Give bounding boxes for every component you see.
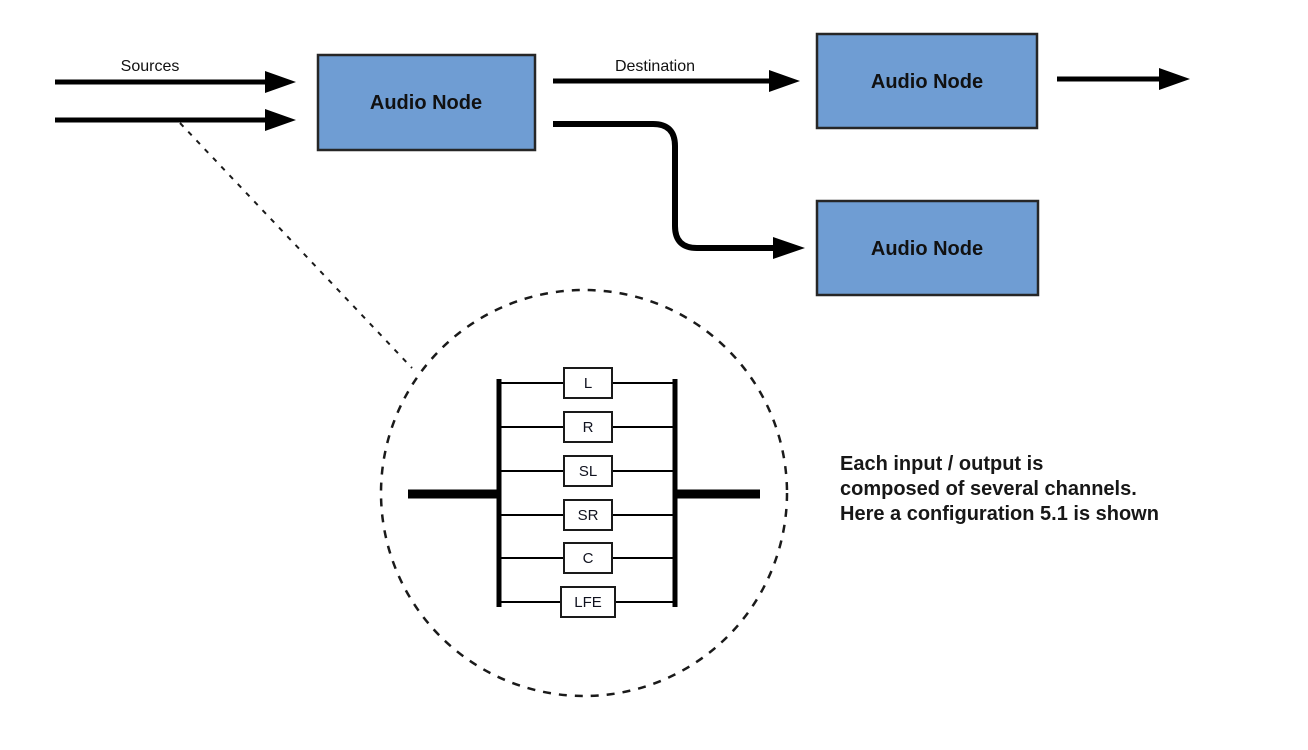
channel-row-SR: SR: [499, 499, 675, 531]
output-arrowhead-icon: [1159, 68, 1190, 90]
audio-node-2-label: Audio Node: [871, 71, 983, 93]
output-arrow: [1057, 68, 1190, 90]
channel-bus: L R SL SR C: [408, 367, 760, 618]
source-arrowhead-icon-2: [265, 109, 296, 131]
sources-label: Sources: [121, 58, 180, 75]
audio-node-1: Audio Node: [316, 53, 537, 152]
channel-row-C: C: [499, 542, 675, 574]
branch-connector-line: [553, 121, 775, 251]
annotation-line-1: Each input / output is: [840, 453, 1043, 475]
channel-box-SR: [563, 499, 613, 531]
channel-row-R: R: [499, 411, 675, 443]
channel-label-R: R: [583, 419, 594, 436]
channel-label-LFE: LFE: [574, 594, 602, 611]
annotation-line-2: composed of several channels.: [840, 478, 1137, 500]
audio-node-1-box: [316, 53, 537, 152]
channel-box-R: [563, 411, 613, 443]
audio-node-1-label: Audio Node: [370, 92, 482, 114]
branch-arrowhead-icon: [773, 237, 805, 259]
audio-node-2: Audio Node: [815, 32, 1039, 130]
audio-node-3-box: [815, 199, 1040, 297]
channel-label-C: C: [583, 550, 594, 567]
channel-box-SL: [563, 455, 613, 487]
channel-box-LFE: [560, 586, 616, 618]
channel-label-SL: SL: [579, 463, 597, 480]
zoom-callout-circle: [379, 288, 789, 698]
source-arrows: [55, 71, 296, 131]
source-arrowhead-icon-1: [265, 71, 296, 93]
channel-row-LFE: LFE: [499, 586, 675, 618]
channel-row-SL: SL: [499, 455, 675, 487]
destination-label: Destination: [615, 58, 695, 75]
zoom-callout-line: [179, 122, 413, 369]
channel-box-C: [563, 542, 613, 574]
channel-label-L: L: [584, 375, 592, 392]
channel-row-L: L: [499, 367, 675, 399]
audio-node-2-box: [815, 32, 1039, 130]
destination-arrow: [553, 70, 800, 92]
annotation: Each input / output is composed of sever…: [840, 453, 1159, 525]
destination-arrowhead-icon: [769, 70, 800, 92]
audio-node-3: Audio Node: [815, 199, 1040, 297]
audio-node-3-label: Audio Node: [871, 238, 983, 260]
channel-label-SR: SR: [578, 507, 599, 524]
annotation-line-3: Here a configuration 5.1 is shown: [840, 503, 1159, 525]
channel-box-L: [563, 367, 613, 399]
branch-connector: [553, 121, 805, 259]
